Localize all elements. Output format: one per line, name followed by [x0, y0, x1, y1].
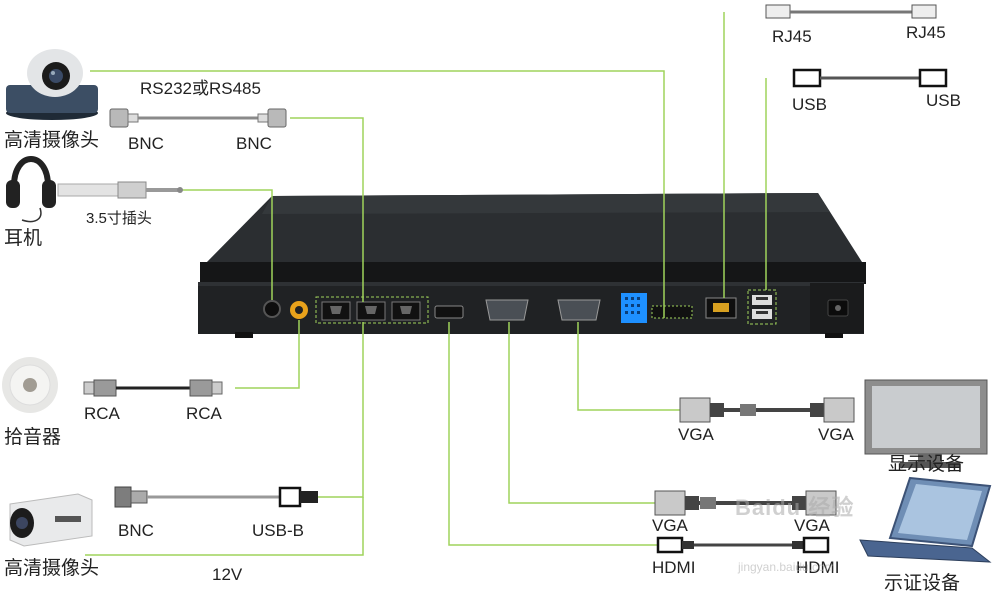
vga-cable-presentation [654, 490, 837, 516]
audio-out-port [263, 300, 281, 318]
label-rs232: RS232或RS485 [140, 79, 261, 98]
box-camera-icon [9, 493, 93, 547]
bnc-usb-b-cable [114, 486, 318, 508]
label-usb-b: USB-B [252, 521, 304, 540]
label-bnc-bottom: BNC [118, 521, 154, 540]
jack-cable [57, 181, 183, 199]
label-bnc-left-top: BNC [128, 134, 164, 153]
label-vga-bottom-left: VGA [652, 516, 688, 535]
label-vga-bottom-right: VGA [794, 516, 830, 535]
label-rj45-left: RJ45 [772, 27, 812, 46]
label-bnc-right-top: BNC [236, 134, 272, 153]
hdmi-cable [656, 536, 830, 554]
label-jack: 3.5寸插头 [86, 210, 152, 227]
microphone-pickup-icon [2, 357, 58, 413]
usb-cable [792, 68, 948, 88]
label-usb-right: USB [926, 91, 961, 110]
headphones-icon [6, 156, 56, 223]
connection-wires [85, 12, 767, 556]
vga-cable-display [679, 397, 855, 423]
hdmi-port [434, 305, 464, 319]
label-camera-top: 高清摄像头 [4, 130, 100, 151]
label-rca-left: RCA [84, 404, 120, 423]
label-usb-left: USB [792, 95, 827, 114]
laptop-icon [859, 476, 992, 563]
label-vga-top-left: VGA [678, 425, 714, 444]
vga-port-1 [485, 299, 529, 321]
serial-terminal-port [651, 305, 693, 319]
codec-device [198, 193, 866, 338]
display-monitor-icon [864, 379, 988, 468]
bnc-cable-top [109, 108, 287, 128]
label-display: 显示设备 [888, 454, 965, 475]
ptz-camera-top-icon [6, 49, 98, 120]
label-rca-right: RCA [186, 404, 222, 423]
label-vga-top-right: VGA [818, 425, 854, 444]
label-camera-bottom: 高清摄像头 [4, 558, 100, 579]
rca-cable [83, 379, 223, 397]
watermark-url: jingyan.baidu.com [738, 560, 835, 574]
label-presentation: 示证设备 [884, 573, 961, 594]
vga-port-2 [557, 299, 601, 321]
rj45-cable [765, 4, 937, 19]
label-headphones: 耳机 [4, 228, 43, 249]
label-hdmi-left: HDMI [652, 558, 696, 577]
label-hdmi-right: HDMI [796, 558, 840, 577]
label-rj45-right: RJ45 [906, 23, 946, 42]
label-power: 12V [212, 565, 243, 584]
label-microphone: 拾音器 [4, 427, 62, 448]
watermark-brand: Baidu 经验 [735, 495, 855, 520]
